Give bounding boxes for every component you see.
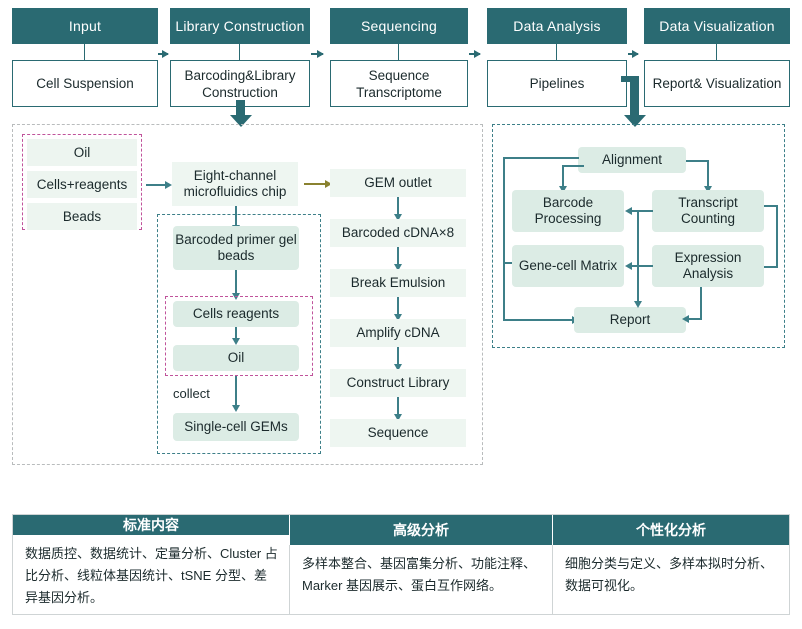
thick-arrow-to-library-panel <box>229 100 252 127</box>
alignment-left-rail-top <box>503 157 579 159</box>
node-construct-library: Construct Library <box>330 369 466 397</box>
stage-arrow-2 <box>311 49 324 58</box>
input-reagent-cells-reagents: Cells+reagents <box>27 171 137 198</box>
node-oil: Oil <box>173 345 299 371</box>
collect-label: collect <box>173 386 210 401</box>
node-expression-analysis: Expression Analysis <box>652 245 764 287</box>
input-reagent-oil: Oil <box>27 139 137 166</box>
transcript-loop-side <box>776 205 778 267</box>
stage-stem-sequencing <box>398 44 399 60</box>
stage-detail-sequence-transcriptome: Sequence Transcriptome <box>330 60 468 107</box>
node-barcoded-cdna: Barcoded cDNA×8 <box>330 219 466 247</box>
thick-arrow-elbow <box>621 76 639 82</box>
input-reagent-beads: Beads <box>27 203 137 230</box>
node-break-emulsion: Break Emulsion <box>330 269 466 297</box>
table-divider-2 <box>552 515 553 614</box>
node-barcoded-primer-gel-beads: Barcoded primer gel beads <box>173 226 299 270</box>
expression-to-report-stem <box>700 287 702 319</box>
arrow-center-to-report <box>634 270 641 308</box>
stage-stem-visualization <box>716 44 717 60</box>
stage-stem-library <box>239 44 240 60</box>
arrow-chip-to-gem-outlet <box>304 180 332 187</box>
arrow-construct-to-sequence <box>394 397 401 421</box>
node-barcode-processing: Barcode Processing <box>512 190 624 232</box>
arrow-inputs-to-chip <box>146 181 172 188</box>
arrow-center-to-gene-cell <box>625 262 653 269</box>
table-header-advanced: 高级分析 <box>290 515 552 545</box>
arrow-amplify-to-construct <box>394 347 401 371</box>
node-report: Report <box>574 307 686 333</box>
gem-droplet-group <box>165 296 313 376</box>
node-cells-reagents: Cells reagents <box>173 301 299 327</box>
stage-header-sequencing[interactable]: Sequencing <box>330 8 468 44</box>
arrow-gel-beads-to-cells-reagents <box>232 270 239 300</box>
transcript-loop-bottom <box>764 266 778 268</box>
stage-header-input[interactable]: Input <box>12 8 158 44</box>
table-cell-personalized: 细胞分类与定义、多样本拟时分析、数据可视化。 <box>565 556 774 593</box>
stage-detail-report-visualization: Report& Visualization <box>644 60 790 107</box>
stage-detail-barcoding-library: Barcoding&Library Construction <box>170 60 310 107</box>
table-column-standard: 标准内容 数据质控、数据统计、定量分析、Cluster 占比分析、线粒体基因统计… <box>13 515 289 614</box>
stage-stem-analysis <box>556 44 557 60</box>
table-cell-standard: 数据质控、数据统计、定量分析、Cluster 占比分析、线粒体基因统计、tSNE… <box>25 546 278 605</box>
data-analysis-panel <box>492 124 785 348</box>
arrow-oil-to-single-cell-gems <box>232 376 239 412</box>
stage-header-data-visualization[interactable]: Data Visualization <box>644 8 790 44</box>
stage-detail-pipelines: Pipelines <box>487 60 627 107</box>
alignment-to-transcript-stem <box>686 160 708 162</box>
stage-header-library-construction[interactable]: Library Construction <box>170 8 310 44</box>
arrow-cdna-to-break-emulsion <box>394 247 401 271</box>
arrow-rail-to-report <box>503 316 579 323</box>
table-header-personalized: 个性化分析 <box>553 515 789 545</box>
arrow-alignment-to-barcode <box>559 165 566 193</box>
node-single-cell-gems: Single-cell GEMs <box>173 413 299 441</box>
table-header-standard: 标准内容 <box>13 515 289 535</box>
center-rail <box>637 210 639 300</box>
node-transcript-counting: Transcript Counting <box>652 190 764 232</box>
arrow-expression-to-report <box>682 315 702 322</box>
node-sequence: Sequence <box>330 419 466 447</box>
table-column-personalized: 个性化分析 细胞分类与定义、多样本拟时分析、数据可视化。 <box>553 515 789 614</box>
arrow-gem-outlet-to-cdna <box>394 197 401 221</box>
stage-arrow-4 <box>628 49 639 58</box>
table-column-advanced: 高级分析 多样本整合、基因富集分析、功能注释、Marker 基因展示、蛋白互作网… <box>290 515 552 614</box>
node-gene-cell-matrix: Gene-cell Matrix <box>512 245 624 287</box>
arrow-cells-to-oil <box>232 327 239 345</box>
thick-arrow-to-analysis-panel <box>623 76 646 127</box>
arrow-alignment-to-transcript <box>704 160 711 193</box>
alignment-to-barcode-stem <box>562 165 584 167</box>
table-cell-advanced: 多样本整合、基因富集分析、功能注释、Marker 基因展示、蛋白互作网络。 <box>302 556 537 593</box>
arrow-center-to-barcode <box>625 207 653 214</box>
node-gem-outlet: GEM outlet <box>330 169 466 197</box>
gem-formation-group <box>157 214 321 454</box>
stage-header-data-analysis[interactable]: Data Analysis <box>487 8 627 44</box>
table-divider-1 <box>289 515 290 614</box>
stage-arrow-3 <box>469 49 481 58</box>
node-alignment: Alignment <box>578 147 686 173</box>
node-microfluidics-chip: Eight-channel microfluidics chip <box>172 162 298 206</box>
stage-detail-cell-suspension: Cell Suspension <box>12 60 158 107</box>
library-construction-panel <box>12 124 483 465</box>
alignment-left-rail <box>503 157 505 319</box>
analysis-content-table: 标准内容 数据质控、数据统计、定量分析、Cluster 占比分析、线粒体基因统计… <box>12 514 790 615</box>
node-amplify-cdna: Amplify cDNA <box>330 319 466 347</box>
transcript-loop-top <box>764 205 778 207</box>
arrow-break-to-amplify <box>394 297 401 321</box>
stage-stem-input <box>84 44 85 60</box>
stage-arrow-1 <box>158 49 169 58</box>
arrow-chip-to-gel-beads <box>232 206 239 232</box>
